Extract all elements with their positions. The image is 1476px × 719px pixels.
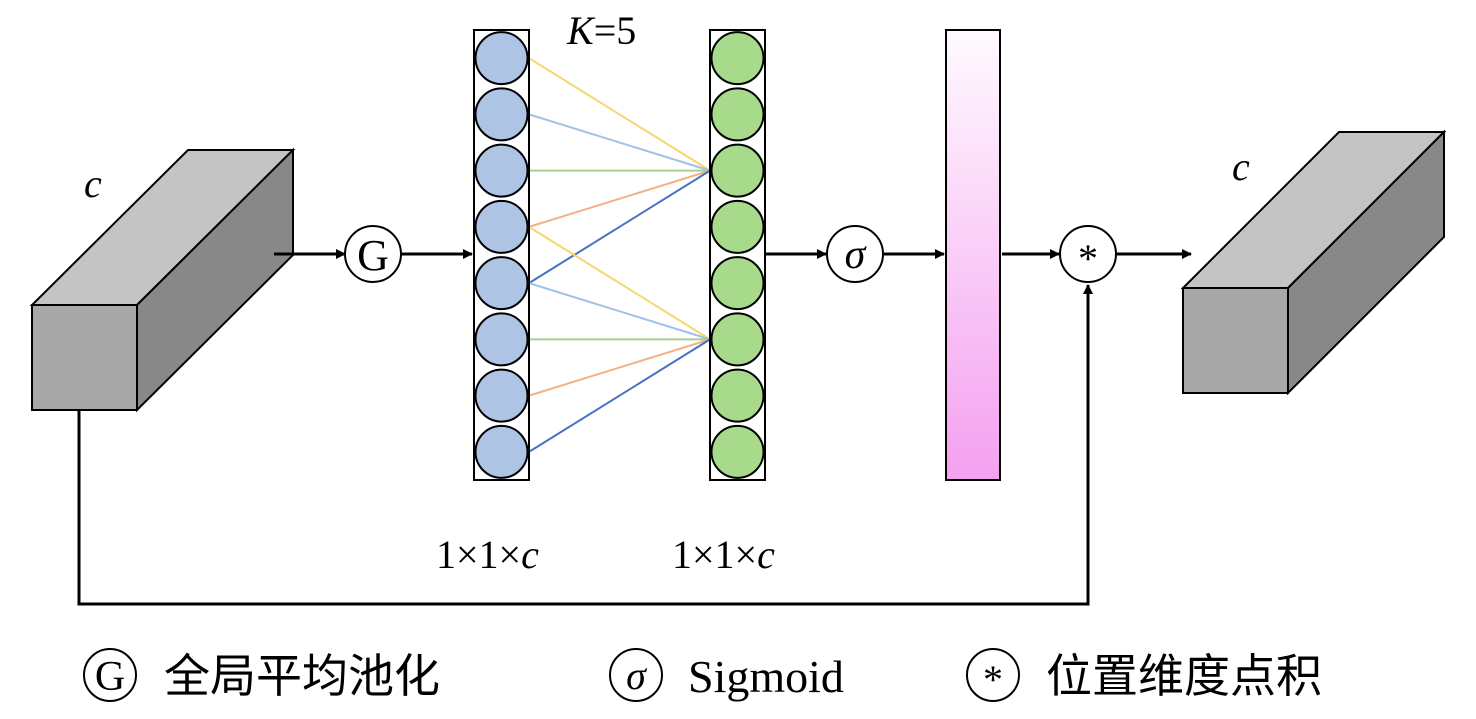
legend-item-gap: G 全局平均池化 bbox=[83, 648, 440, 702]
input-channel-column bbox=[473, 29, 530, 481]
output-channel-node bbox=[710, 256, 765, 311]
sigmoid-symbol: σ bbox=[845, 232, 868, 278]
dimension-right-var: c bbox=[757, 532, 775, 577]
legend-item-sigmoid: σ Sigmoid bbox=[609, 648, 844, 702]
input-channel-node bbox=[474, 424, 529, 479]
legend-gap-text: 全局平均池化 bbox=[164, 651, 440, 702]
kernel-line bbox=[528, 338, 711, 397]
input-channel-node bbox=[474, 143, 529, 198]
input-channel-node bbox=[474, 87, 529, 142]
kernel-connections bbox=[528, 57, 711, 453]
dimension-right-text: 1×1× bbox=[672, 532, 757, 577]
dimension-label-left: 1×1×c bbox=[436, 532, 539, 577]
output-channel-node bbox=[710, 312, 765, 367]
output-channel-column bbox=[709, 29, 766, 481]
attention-weight-bar bbox=[945, 29, 1001, 481]
product-symbol: * bbox=[1078, 236, 1098, 281]
channel-label-right: c bbox=[1232, 144, 1250, 189]
input-channel-node bbox=[474, 312, 529, 367]
output-channel-node bbox=[710, 199, 765, 254]
output-channel-node bbox=[710, 87, 765, 142]
input-feature-box bbox=[29, 147, 296, 413]
kernel-value: =5 bbox=[594, 8, 637, 53]
output-channel-node bbox=[710, 424, 765, 479]
input-channel-node bbox=[474, 31, 529, 86]
output-channel-node bbox=[710, 143, 765, 198]
kernel-line bbox=[528, 57, 711, 172]
legend-product-text: 位置维度点积 bbox=[1046, 651, 1322, 702]
kernel-line bbox=[528, 226, 711, 341]
input-channel-node bbox=[474, 199, 529, 254]
legend-sigmoid-symbol: σ bbox=[626, 653, 647, 698]
kernel-line bbox=[528, 169, 711, 228]
sigmoid-operator: σ bbox=[826, 225, 884, 283]
product-operator: * bbox=[1059, 225, 1117, 283]
gap-symbol: G bbox=[357, 231, 389, 280]
gap-operator: G bbox=[344, 225, 402, 283]
dimension-label-right: 1×1×c bbox=[672, 532, 775, 577]
output-feature-box bbox=[1180, 129, 1447, 396]
dimension-left-text: 1×1× bbox=[436, 532, 521, 577]
input-channel-node bbox=[474, 368, 529, 423]
input-channel-node bbox=[474, 256, 529, 311]
legend-gap-symbol: G bbox=[95, 654, 125, 700]
output-channel-node bbox=[710, 368, 765, 423]
kernel-line bbox=[528, 282, 711, 341]
kernel-size-label: K=5 bbox=[566, 8, 636, 53]
channel-label-left: c bbox=[84, 161, 102, 206]
output-channel-node bbox=[710, 31, 765, 86]
kernel-line bbox=[528, 113, 711, 172]
dimension-left-var: c bbox=[521, 532, 539, 577]
legend-item-product: * 位置维度点积 bbox=[966, 648, 1322, 702]
kernel-symbol: K bbox=[566, 8, 596, 53]
legend-product-symbol: * bbox=[983, 657, 1003, 702]
skip-connection bbox=[77, 284, 1093, 606]
legend-sigmoid-text: Sigmoid bbox=[688, 651, 844, 702]
kernel-line bbox=[528, 169, 711, 284]
kernel-line bbox=[528, 338, 711, 453]
legend: G 全局平均池化 σ Sigmoid * 位置维度点积 bbox=[83, 648, 1322, 702]
